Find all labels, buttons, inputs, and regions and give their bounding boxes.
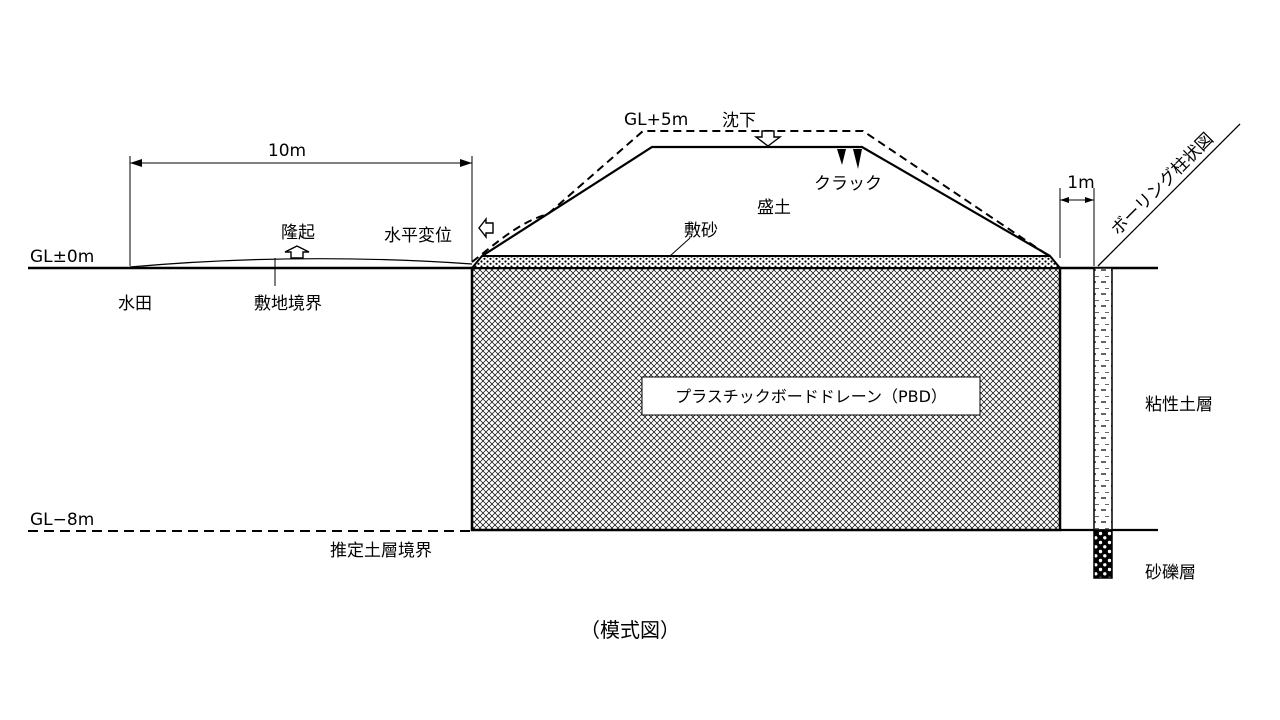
dim-10m-arrow-right [460, 159, 472, 167]
horizontal-displacement-arrow-icon [478, 216, 494, 240]
dim-1m-arrow-right [1085, 197, 1094, 203]
dim-10m-label: 10m [268, 141, 306, 161]
boring-column-clay [1093, 267, 1113, 531]
gl-zero-label: GL±0m [30, 247, 94, 267]
dim-10m-arrow-left [130, 159, 142, 167]
site-boundary-label: 敷地境界 [254, 294, 322, 314]
boring-log-label: ボーリング柱状図 [1107, 129, 1217, 239]
dim-1m-arrow-left [1060, 197, 1069, 203]
uplift-arrow-icon [284, 245, 310, 259]
gl-plus5-label: GL+5m [624, 110, 688, 130]
horizontal-displacement-label: 水平変位 [384, 226, 452, 246]
pbd-label: プラスチックボードドレーン（PBD） [675, 387, 947, 406]
uplift-label: 隆起 [281, 223, 315, 243]
gl-minus8-label: GL−8m [30, 510, 94, 530]
pbd-label-box [641, 376, 981, 416]
uplift-curve [129, 258, 473, 268]
gravel-layer-label: 砂礫層 [1145, 563, 1196, 583]
diagram-caption: （模式図） [580, 618, 680, 642]
sand-mat-label: 敷砂 [684, 221, 718, 241]
boring-log-leader [1097, 123, 1241, 267]
boring-column-gravel [1093, 529, 1113, 579]
sand-mat-leader [669, 237, 691, 257]
clay-layer-label: 粘性土層 [1145, 395, 1213, 415]
paddy-label: 水田 [118, 294, 152, 314]
settlement-arrow-icon [753, 130, 783, 147]
sand-mat-layer [469, 255, 1063, 269]
estimated-boundary-label: 推定土層境界 [330, 541, 432, 561]
embankment-outline [481, 145, 1051, 257]
crack-icon-2 [853, 149, 862, 169]
dim-1m-label: 1m [1067, 173, 1094, 193]
crack-label: クラック [814, 174, 882, 194]
crack-icon-1 [837, 149, 846, 165]
embankment-original-dashed [471, 130, 1053, 263]
embankment-label: 盛土 [757, 198, 791, 218]
settlement-label: 沈下 [722, 111, 756, 131]
